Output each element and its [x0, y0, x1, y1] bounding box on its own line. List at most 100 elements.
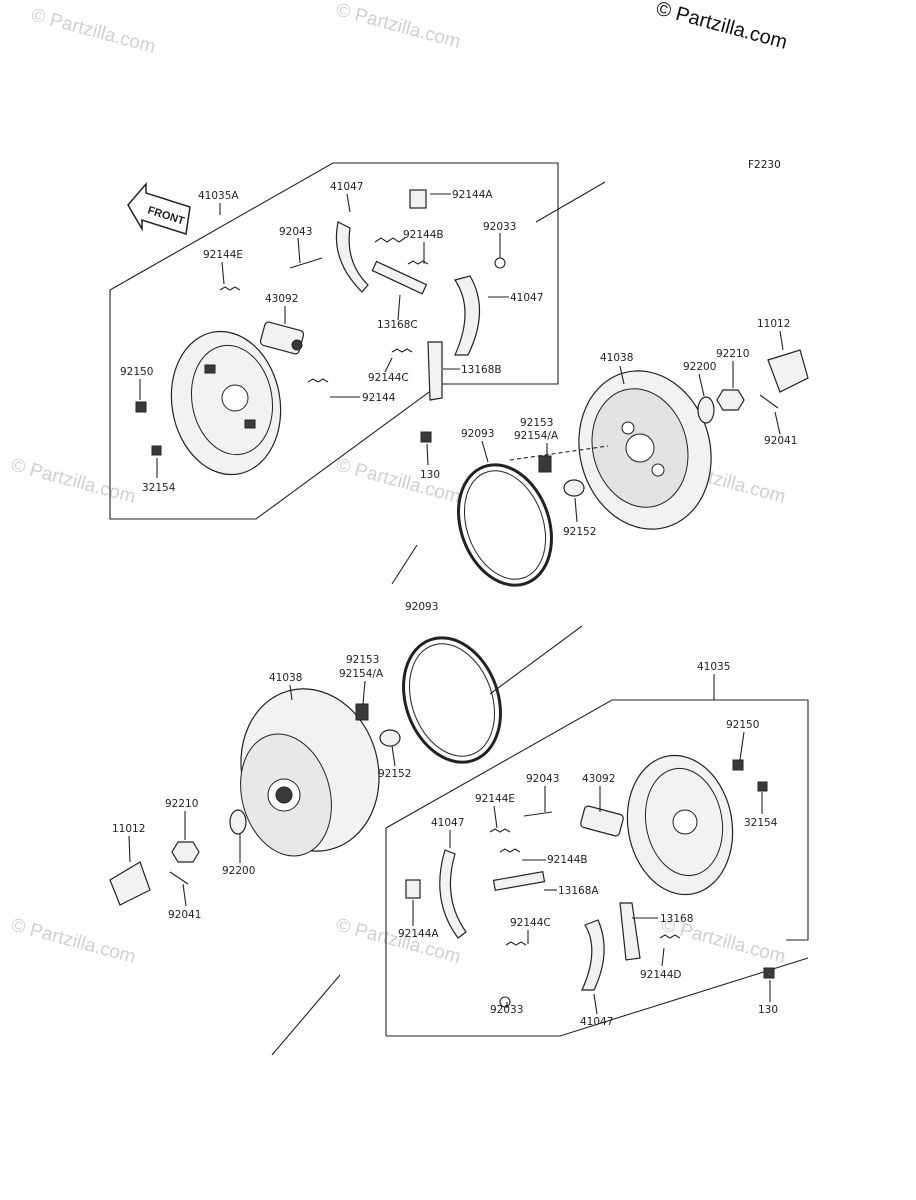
top-labels: 41035A 41047 92144A 92043 92144B 92033 9… — [120, 181, 797, 538]
part-label: 92093 — [405, 601, 438, 613]
part-label: 92033 — [483, 221, 516, 233]
part-label: 92144 — [362, 392, 396, 404]
circlip — [499, 996, 511, 1008]
part-label: 92152 — [378, 768, 411, 780]
part-label: 32154 — [744, 817, 778, 829]
washer — [229, 809, 247, 835]
castle-nut — [171, 841, 200, 863]
part-label: 92093 — [461, 428, 494, 440]
washer — [697, 396, 715, 424]
cotter-pin — [759, 394, 779, 409]
watermark: © Partzilla.com — [29, 5, 158, 58]
part-label: 92144A — [398, 928, 439, 940]
figure-code: F2230 — [748, 159, 781, 171]
parking-lever — [427, 341, 443, 401]
part-label: 43092 — [582, 773, 615, 785]
brake-backing-plate — [170, 330, 282, 476]
brake-drum — [578, 370, 712, 530]
bolt — [763, 967, 775, 979]
bearing — [563, 479, 585, 497]
part-label: 92144B — [403, 229, 444, 241]
part-label: 92200 — [683, 361, 716, 373]
spring — [505, 941, 527, 946]
part-label: 92150 — [120, 366, 153, 378]
spring — [374, 237, 406, 243]
seal-ring — [457, 463, 553, 587]
part-label: 43092 — [265, 293, 298, 305]
watermark: © Partzilla.com — [334, 455, 463, 508]
hub-cap — [767, 349, 809, 393]
watermark: © Partzilla.com — [9, 915, 138, 968]
top-leaders — [139, 193, 784, 523]
part-label: 41035 — [697, 661, 730, 673]
brake-shoe — [581, 919, 605, 991]
part-label: 11012 — [112, 823, 145, 835]
brake-shoe — [439, 849, 467, 939]
spring — [659, 934, 681, 939]
part-label: 92210 — [716, 348, 749, 360]
part-label: 41047 — [431, 817, 464, 829]
part-label: 92144E — [203, 249, 243, 261]
spring — [407, 260, 429, 265]
brake-shoe — [454, 275, 481, 356]
part-label: 13168A — [558, 885, 599, 897]
spring — [219, 286, 241, 291]
part-label: 130 — [758, 1004, 778, 1016]
part-label: 92144E — [475, 793, 515, 805]
part-label: 92144C — [510, 917, 551, 929]
wheel-cylinder — [259, 321, 305, 355]
part-label: 92033 — [490, 1004, 523, 1016]
bearing — [379, 729, 401, 747]
part-label: 13168B — [461, 364, 502, 376]
bottom-labels: 92093 41035 41038 92153 92154/A 92152 92… — [112, 601, 778, 1028]
castle-nut — [716, 389, 745, 411]
parking-lever — [619, 902, 641, 961]
stud — [355, 703, 369, 721]
brake-drum — [240, 688, 380, 857]
front-arrow-icon: FRONT — [127, 181, 191, 235]
part-label: 92210 — [165, 798, 198, 810]
circlip — [494, 257, 506, 269]
watermark: © Partzilla.com — [334, 0, 463, 53]
part-label: 32154 — [142, 482, 176, 494]
part-label: 92200 — [222, 865, 255, 877]
part-label: 41047 — [510, 292, 543, 304]
part-label: 92154/A — [339, 668, 384, 680]
bottom-leaders — [128, 674, 771, 1015]
part-label: 41035A — [198, 190, 239, 202]
shoe-clip — [405, 879, 421, 899]
part-label: 92153 — [520, 417, 553, 429]
bottom-assembly — [109, 625, 809, 1056]
part-label: 92144A — [452, 189, 493, 201]
adjuster-lever — [492, 871, 546, 891]
brake-backing-plate — [626, 754, 734, 896]
top-assembly — [109, 162, 809, 587]
bolt — [757, 781, 768, 792]
part-label: 92041 — [764, 435, 797, 447]
spring — [499, 848, 521, 853]
part-label: 130 — [420, 469, 440, 481]
watermark: © Partzilla.com — [334, 915, 463, 968]
bolt — [135, 401, 147, 413]
part-label: 92144C — [368, 372, 409, 384]
spring — [391, 348, 413, 353]
part-label: 92152 — [563, 526, 596, 538]
bolt — [732, 759, 744, 771]
bolt — [420, 431, 432, 443]
hub-cap — [109, 861, 151, 906]
part-label: 13168 — [660, 913, 693, 925]
watermark: © Partzilla.com — [9, 455, 138, 508]
pin — [523, 811, 553, 817]
part-label: 11012 — [757, 318, 790, 330]
pin — [289, 257, 323, 269]
part-label: 92041 — [168, 909, 201, 921]
part-label: 13168C — [377, 319, 418, 331]
part-label: 41047 — [580, 1016, 613, 1028]
spring — [489, 828, 511, 833]
part-label: 41038 — [269, 672, 302, 684]
part-label: 92144B — [547, 854, 588, 866]
part-label: 92043 — [526, 773, 559, 785]
part-label: 92150 — [726, 719, 759, 731]
wheel-cylinder — [580, 805, 624, 837]
